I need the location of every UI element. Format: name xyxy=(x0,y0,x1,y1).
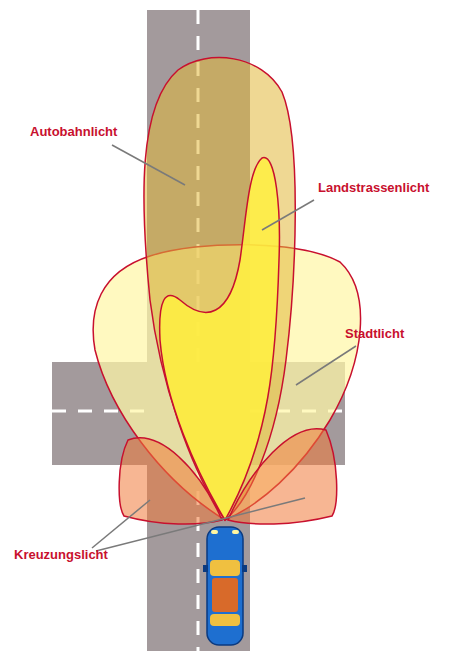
leader-lines xyxy=(92,145,356,551)
beam-label: Landstrassenlicht xyxy=(318,180,429,196)
intersection-light-beam xyxy=(228,429,337,524)
car xyxy=(203,527,247,645)
beam-label: Kreuzungslicht xyxy=(14,547,108,563)
beam-label: Stadtlicht xyxy=(345,326,404,342)
intersection-light-beam xyxy=(119,438,222,524)
beam-label: Autobahnlicht xyxy=(30,124,117,140)
